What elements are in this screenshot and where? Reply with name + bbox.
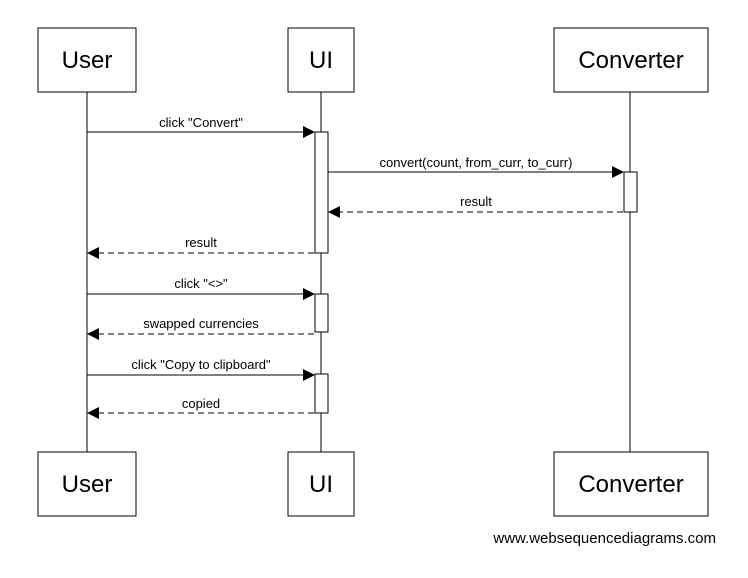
message-copied: copied <box>87 396 314 419</box>
participant-ui-bottom: UI <box>287 451 355 517</box>
message-click-swap: click "<>" <box>87 276 315 300</box>
participant-user-label: User <box>62 47 113 74</box>
participant-converter-bottom: Converter <box>553 451 709 517</box>
message-label: convert(count, from_curr, to_curr) <box>380 155 573 170</box>
activation-converter-1 <box>623 171 638 213</box>
message-label: result <box>185 235 217 250</box>
message-label: click "Copy to clipboard" <box>131 357 271 372</box>
watermark: www.websequencediagrams.com <box>493 530 716 547</box>
participant-converter-label: Converter <box>578 47 683 74</box>
message-label: click "Convert" <box>159 115 243 130</box>
participant-ui-label: UI <box>309 47 333 74</box>
message-label: copied <box>182 396 220 411</box>
participant-converter-label-bottom: Converter <box>578 471 683 498</box>
activation-ui-1 <box>314 131 329 254</box>
participant-ui-top: UI <box>287 27 355 93</box>
message-result-from-converter: result <box>328 194 623 218</box>
message-label: click "<>" <box>174 276 228 291</box>
activation-ui-3 <box>314 373 329 414</box>
participant-ui-label-bottom: UI <box>309 471 333 498</box>
participant-user-top: User <box>37 27 137 93</box>
message-label: result <box>460 194 492 209</box>
message-label: swapped currencies <box>143 316 259 331</box>
participant-user-bottom: User <box>37 451 137 517</box>
participant-converter-top: Converter <box>553 27 709 93</box>
participant-user-label-bottom: User <box>62 471 113 498</box>
message-swapped-currencies: swapped currencies <box>87 316 314 340</box>
message-click-copy: click "Copy to clipboard" <box>87 357 315 381</box>
activation-ui-2 <box>314 293 329 333</box>
message-convert-call: convert(count, from_curr, to_curr) <box>328 155 624 178</box>
message-click-convert: click "Convert" <box>87 115 315 138</box>
message-result-to-user: result <box>87 235 314 259</box>
